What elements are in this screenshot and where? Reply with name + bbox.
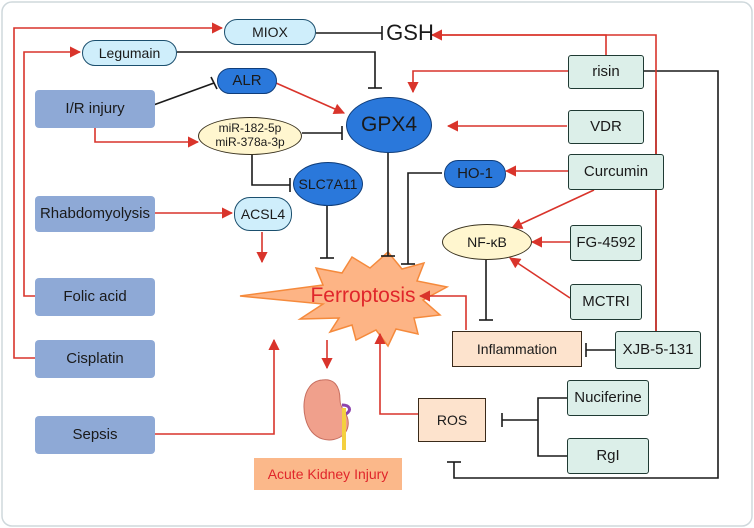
slc7a11-node: SLC7A11	[293, 162, 363, 206]
rhabdomyolysis-node: Rhabdomyolysis	[35, 196, 155, 232]
ho1-node: HO-1	[444, 160, 506, 188]
ros-node: ROS	[418, 398, 486, 442]
kidney-icon	[303, 379, 351, 450]
ferroptosis-burst	[239, 250, 450, 348]
vdr-node: VDR	[568, 110, 644, 144]
mir-182-label: miR-182-5p	[218, 121, 282, 136]
inflammation-node: Inflammation	[452, 331, 582, 367]
alr-node: ALR	[217, 68, 277, 94]
mir-378-label: miR-378a-3p	[215, 135, 285, 149]
gsh-label: GSH	[386, 20, 434, 46]
cisplatin-node: Cisplatin	[35, 340, 155, 378]
ferroptosis-label: Ferroptosis	[310, 283, 416, 307]
nfkb-node: NF-κB	[442, 224, 532, 260]
legumain-node: Legumain	[82, 40, 177, 66]
sepsis-node: Sepsis	[35, 416, 155, 454]
gpx4-node: GPX4	[346, 97, 432, 153]
nuciferine-node: Nuciferine	[567, 380, 649, 416]
fg4592-node: FG-4592	[570, 225, 642, 261]
mir-node: miR-182-5p miR-378a-3p	[198, 117, 302, 155]
mctri-node: MCTRI	[570, 284, 642, 320]
acsl4-node: ACSL4	[234, 197, 292, 231]
rgi-node: RgI	[567, 438, 649, 474]
risin-node: risin	[568, 55, 644, 89]
ir-injury-node: I/R injury	[35, 90, 155, 128]
folic-acid-node: Folic acid	[35, 278, 155, 316]
aki-node: Acute Kidney Injury	[254, 458, 402, 490]
miox-node: MIOX	[224, 19, 316, 45]
xjb-node: XJB-5-131	[615, 331, 701, 369]
curcumin-node: Curcumin	[568, 154, 664, 190]
